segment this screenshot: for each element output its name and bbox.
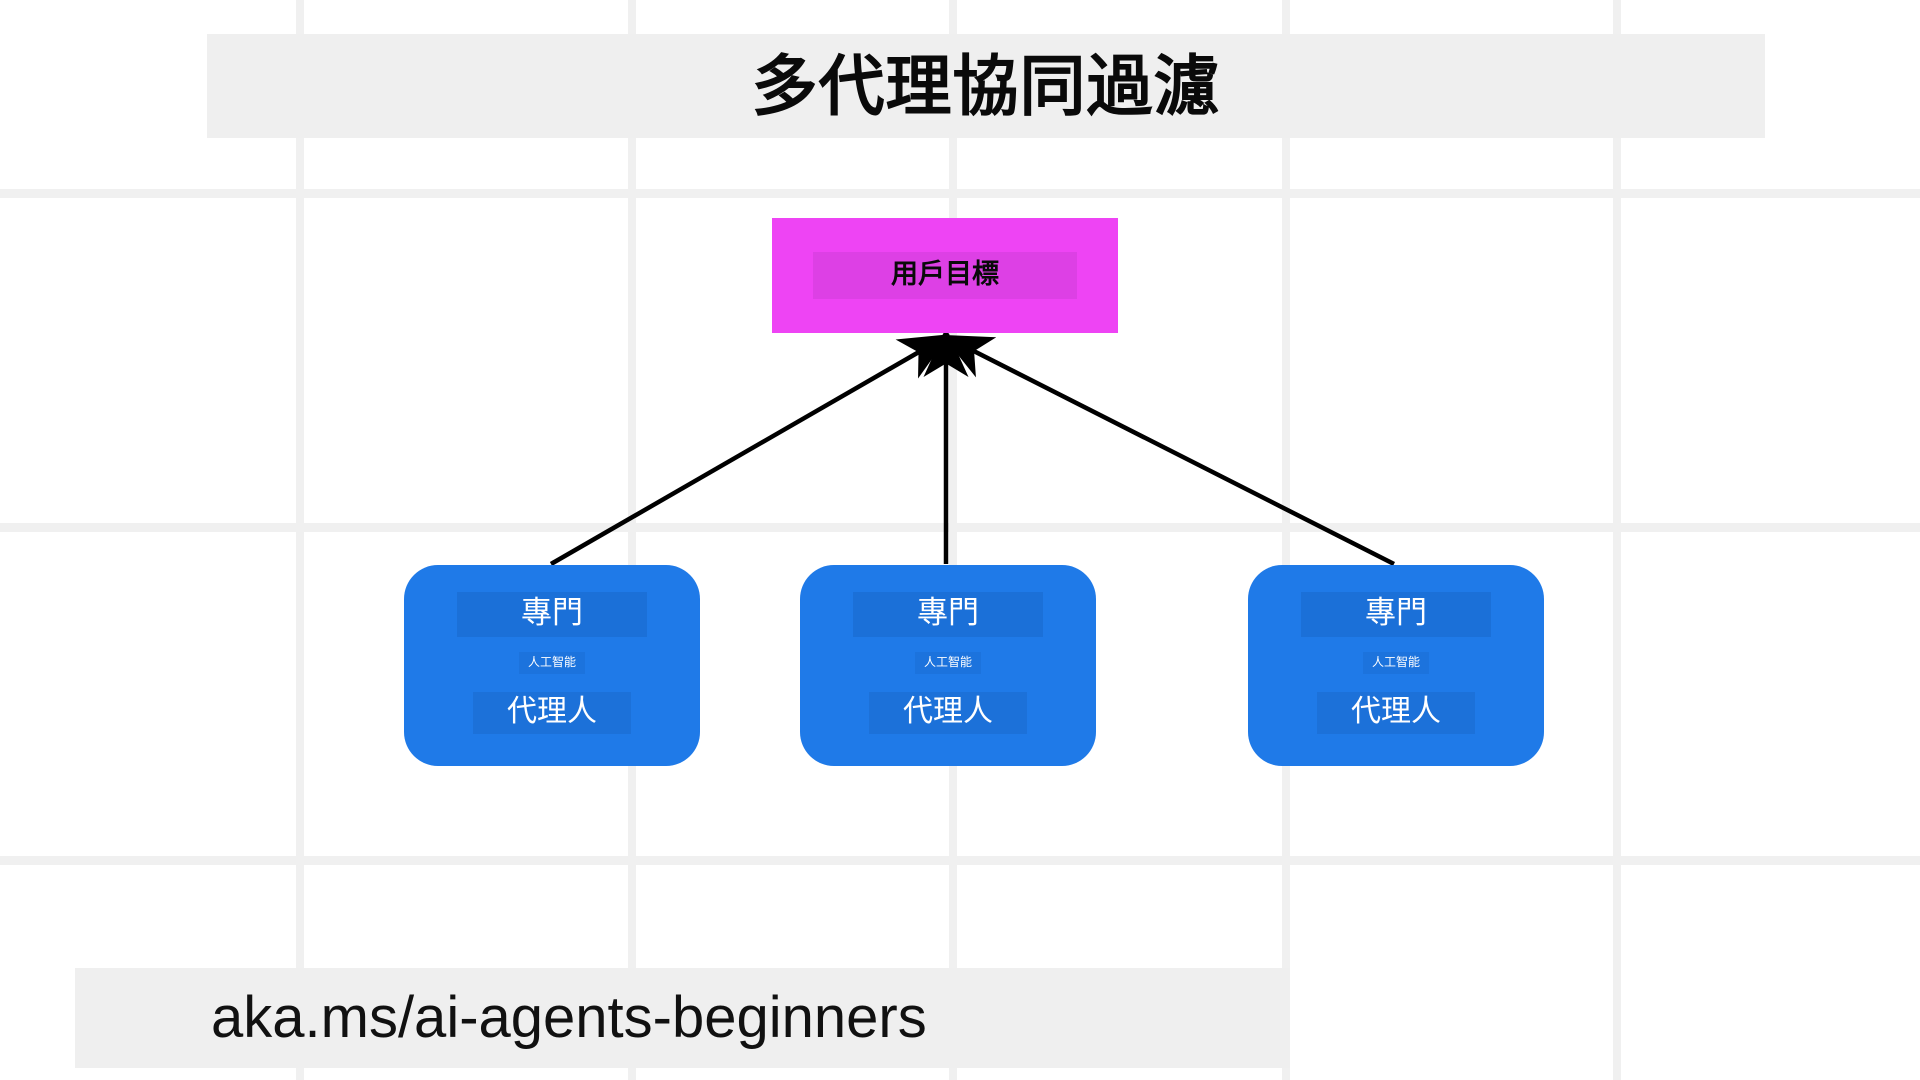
agent-name-label: 代理人 [869, 692, 1027, 734]
goal-node-label: 用戶目標 [813, 251, 1077, 300]
footer-url[interactable]: aka.ms/ai-agents-beginners [211, 985, 927, 1050]
connector-right-agent-to-goal [941, 334, 1396, 567]
agent-kind-label: 人工智能 [914, 651, 981, 675]
agent-node-right[interactable]: 專門 人工智能 代理人 [1248, 565, 1544, 766]
grid-line-horizontal [0, 189, 1920, 198]
goal-node[interactable]: 用戶目標 [772, 218, 1118, 333]
agent-role-label: 專門 [457, 592, 647, 637]
grid-line-vertical [296, 0, 304, 1080]
agent-name-label: 代理人 [1317, 692, 1475, 734]
agent-role-label: 專門 [853, 592, 1043, 637]
grid-line-vertical [1282, 0, 1290, 1080]
agent-role-label: 專門 [1301, 592, 1491, 637]
grid-line-horizontal [0, 856, 1920, 865]
connector-left-agent-to-goal [549, 334, 950, 566]
grid-line-vertical [949, 0, 957, 1080]
page-title: 多代理協同過濾 [751, 49, 1221, 123]
title-banner: 多代理協同過濾 [207, 34, 1765, 138]
agent-node-center[interactable]: 專門 人工智能 代理人 [800, 565, 1096, 766]
agent-kind-label: 人工智能 [518, 651, 585, 675]
agent-kind-label: 人工智能 [1362, 651, 1429, 675]
grid-line-vertical [628, 0, 636, 1080]
agent-name-label: 代理人 [473, 692, 631, 734]
grid-line-vertical [1613, 0, 1621, 1080]
footer-banner: aka.ms/ai-agents-beginners [75, 968, 1290, 1068]
grid-line-horizontal [0, 523, 1920, 532]
agent-node-left[interactable]: 專門 人工智能 代理人 [404, 565, 700, 766]
